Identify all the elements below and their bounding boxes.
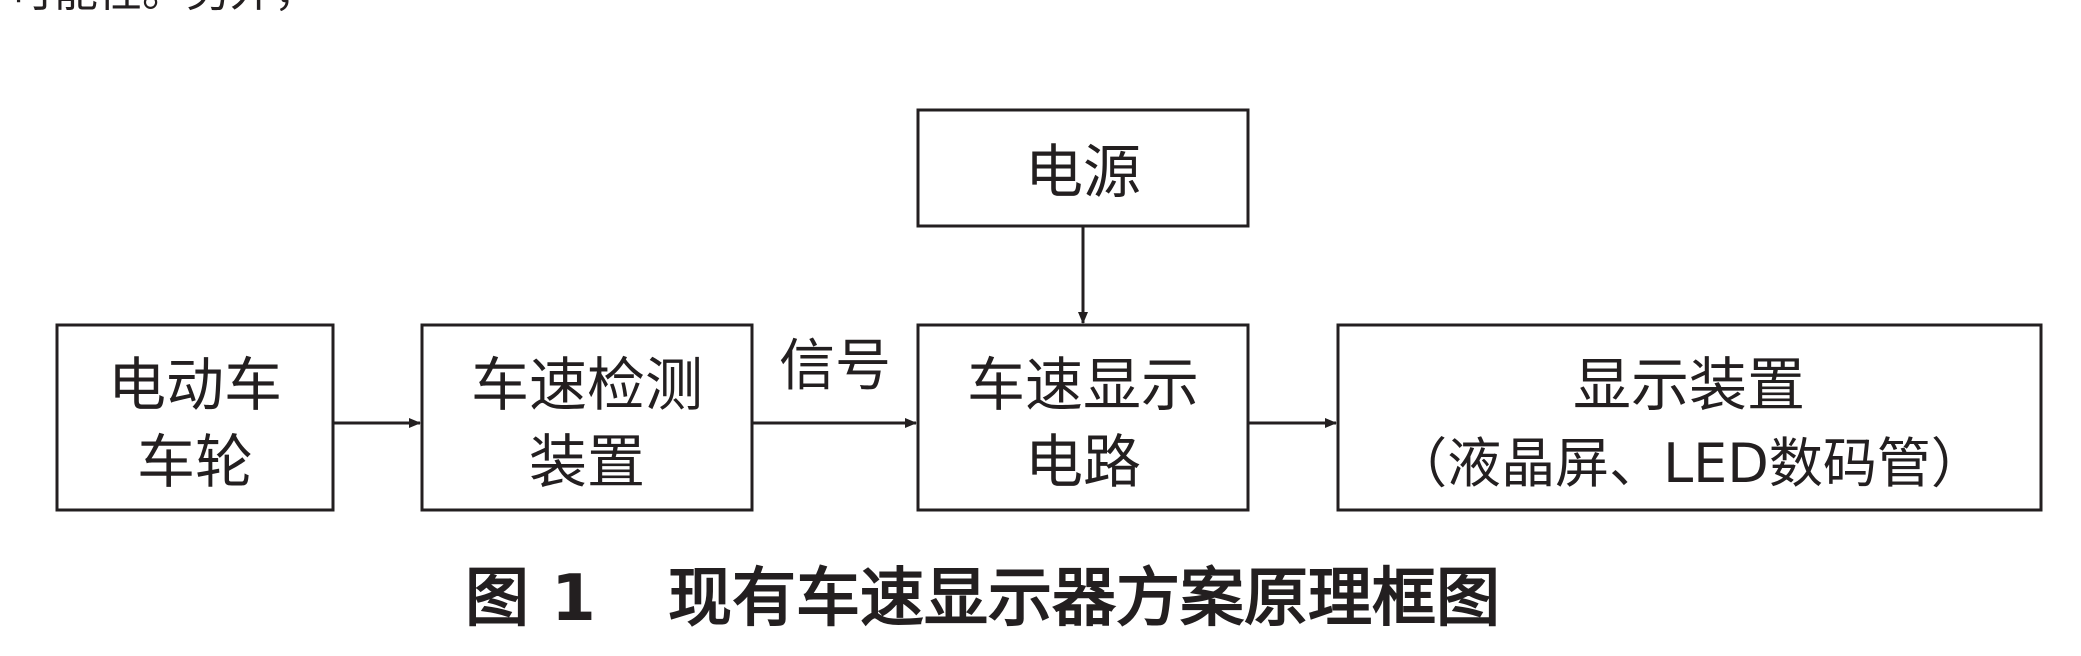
power-label: 电源 (1025, 138, 1141, 206)
circuit-label-line2: 电路 (1025, 428, 1141, 496)
figure-number: 图 1 (465, 562, 596, 636)
box-speed-detection-device (420, 323, 754, 512)
detect-label-line2: 装置 (529, 428, 645, 496)
box-display-device (1336, 323, 2043, 512)
signal-edge-label: 信号 (779, 334, 891, 399)
display-label-line2: （液晶屏、LED数码管） (1393, 432, 1985, 495)
display-label-line1: 显示装置 (1573, 351, 1805, 419)
top-text-fragment: 可能性。另外， (10, 0, 318, 17)
figure-caption: 现有车速显示器方案原理框图 (668, 562, 1500, 636)
wheel-label-line2: 车轮 (137, 428, 253, 496)
detect-label-line1: 车速检测 (471, 351, 703, 419)
box-speed-display-circuit (916, 323, 1250, 512)
box-electric-vehicle-wheel (55, 323, 335, 512)
circuit-label-line1: 车速显示 (967, 351, 1199, 419)
wheel-label-line1: 电动车 (108, 351, 282, 419)
